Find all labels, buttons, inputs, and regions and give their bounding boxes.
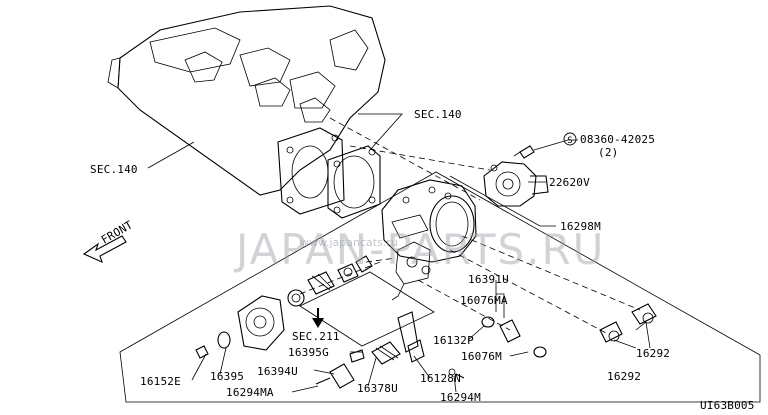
guide-lines — [299, 117, 641, 335]
label-16395[interactable]: 16395 — [210, 370, 244, 383]
watermark-main: JAPAN-PARTS.RU — [233, 225, 605, 274]
label-16128n[interactable]: 16128N — [420, 372, 461, 385]
label-16394u[interactable]: 16394U — [257, 365, 298, 378]
label-16298m[interactable]: 16298M — [560, 220, 601, 233]
throttle-body — [381, 179, 477, 301]
label-16132p[interactable]: 16132P — [433, 334, 474, 347]
label-16292-upper[interactable]: 16292 — [636, 347, 670, 360]
watermark-small: www.japancats.ru — [300, 236, 398, 249]
label-16152e[interactable]: 16152E — [140, 375, 181, 388]
label-front: FRONT — [99, 218, 135, 246]
throttle-position-sensor — [483, 161, 549, 207]
label-sec140-top[interactable]: SEC.140 — [414, 108, 462, 121]
screw-callout: S 08360-42025 (2) — [563, 132, 655, 159]
label-16292-lower[interactable]: 16292 — [607, 370, 641, 383]
manifold-flange — [277, 127, 345, 215]
label-screw-qty: (2) — [598, 146, 618, 159]
label-sec211[interactable]: SEC.211 — [292, 330, 340, 343]
assembly-frame — [119, 171, 761, 403]
sec211-arrow — [312, 308, 324, 328]
right-parts — [481, 303, 657, 358]
label-16378u[interactable]: 16378U — [357, 382, 398, 395]
label-16294m[interactable]: 16294M — [440, 391, 481, 404]
reference-code: UI63B005 — [700, 399, 755, 411]
label-16395g[interactable]: 16395G — [288, 346, 329, 359]
intake-manifold — [107, 5, 386, 196]
label-16294ma[interactable]: 16294MA — [226, 386, 274, 399]
label-08360-42025[interactable]: 08360-42025 — [580, 133, 655, 146]
iac-valve-parts — [195, 255, 373, 359]
gasket — [327, 145, 381, 219]
front-arrow — [82, 235, 127, 264]
label-22620v[interactable]: 22620V — [549, 176, 590, 189]
solenoid-parts — [315, 311, 465, 389]
screw-circle-icon — [563, 132, 577, 146]
label-16076m[interactable]: 16076M — [461, 350, 502, 363]
label-16076ma[interactable]: 16076MA — [460, 294, 508, 307]
label-sec140-left[interactable]: SEC.140 — [90, 163, 138, 176]
sensor-screw — [513, 145, 535, 159]
label-16391u[interactable]: 16391U — [468, 273, 509, 286]
screw-circle-letter: S — [567, 136, 572, 146]
leader-lines — [147, 113, 651, 393]
